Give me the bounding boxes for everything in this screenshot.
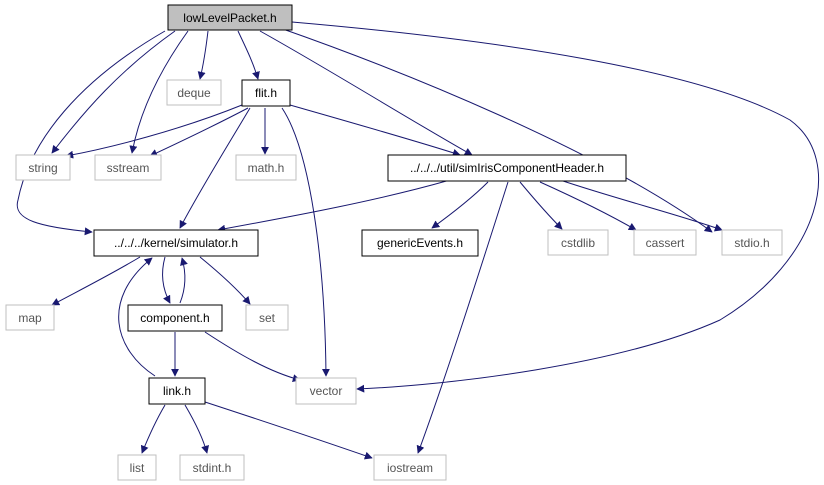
node-simiriscomponentheader-label: ../../../util/simIrisComponentHeader.h bbox=[410, 161, 604, 175]
node-simulator[interactable]: ../../../kernel/simulator.h bbox=[93, 229, 259, 257]
node-math[interactable]: math.h bbox=[235, 154, 297, 181]
edge-root-stdio bbox=[279, 27, 713, 233]
edge-simulator-component bbox=[162, 256, 171, 304]
edge-simiris-iostream bbox=[416, 181, 509, 454]
node-cstdlib-label: cstdlib bbox=[561, 236, 595, 250]
edge-flit-sstream bbox=[149, 107, 249, 157]
node-sstream[interactable]: sstream bbox=[94, 154, 162, 181]
node-cstdlib[interactable]: cstdlib bbox=[547, 229, 609, 256]
edge-component-vector bbox=[204, 331, 301, 383]
node-stdio-label: stdio.h bbox=[734, 236, 769, 250]
edge-component-simulator bbox=[179, 257, 188, 304]
edge-simulator-set bbox=[199, 256, 251, 305]
node-stdio[interactable]: stdio.h bbox=[721, 229, 783, 256]
edge-flit-simulator bbox=[179, 107, 251, 229]
edge-simiris-cstdlib bbox=[519, 181, 563, 230]
node-simiriscomponentheader[interactable]: ../../../util/simIrisComponentHeader.h bbox=[387, 154, 627, 182]
edge-link-stdint bbox=[184, 404, 210, 454]
node-component[interactable]: component.h bbox=[127, 304, 223, 332]
node-stdint[interactable]: stdint.h bbox=[179, 454, 245, 481]
node-lowlevelpacket-label: lowLevelPacket.h bbox=[183, 11, 276, 25]
edge-link-simulator bbox=[118, 257, 156, 377]
edge-root-deque bbox=[197, 30, 209, 80]
node-stdint-label: stdint.h bbox=[193, 461, 232, 475]
edge-flit-string bbox=[65, 104, 243, 159]
edge-flit-simiris bbox=[289, 104, 461, 157]
edge-root-sstream bbox=[129, 30, 189, 154]
node-string-label: string bbox=[28, 161, 57, 175]
node-flit[interactable]: flit.h bbox=[241, 79, 291, 107]
node-vector[interactable]: vector bbox=[295, 377, 357, 405]
node-list[interactable]: list bbox=[117, 454, 157, 481]
node-flit-label: flit.h bbox=[255, 86, 277, 100]
node-lowlevelpacket[interactable]: lowLevelPacket.h bbox=[167, 4, 293, 31]
node-map[interactable]: map bbox=[5, 304, 55, 331]
edge-simiris-cassert bbox=[539, 181, 637, 231]
edges bbox=[16, 21, 820, 460]
node-deque-label: deque bbox=[177, 86, 211, 100]
edge-root-simiris bbox=[259, 30, 473, 156]
node-map-label: map bbox=[18, 311, 42, 325]
edge-root-simulator bbox=[16, 30, 166, 236]
node-link[interactable]: link.h bbox=[148, 377, 206, 405]
edge-simiris-stdio bbox=[559, 179, 723, 232]
edge-simiris-simulator bbox=[217, 179, 451, 233]
node-list-label: list bbox=[130, 461, 145, 475]
node-math-label: math.h bbox=[248, 161, 285, 175]
node-cassert[interactable]: cassert bbox=[633, 229, 697, 256]
edge-root-string bbox=[51, 30, 176, 154]
node-link-label: link.h bbox=[163, 384, 191, 398]
edge-simulator-map bbox=[51, 256, 141, 306]
node-string[interactable]: string bbox=[15, 154, 71, 181]
node-deque[interactable]: deque bbox=[166, 79, 222, 106]
edge-flit-vector bbox=[281, 107, 330, 377]
node-sstream-label: sstream bbox=[107, 161, 150, 175]
node-set-label: set bbox=[259, 311, 276, 325]
node-iostream[interactable]: iostream bbox=[373, 454, 447, 481]
node-genericevents[interactable]: genericEvents.h bbox=[361, 229, 479, 257]
edge-link-iostream bbox=[204, 401, 373, 460]
node-vector-label: vector bbox=[310, 384, 343, 398]
node-component-label: component.h bbox=[140, 311, 209, 325]
node-set[interactable]: set bbox=[245, 304, 289, 331]
edge-link-list bbox=[140, 404, 166, 454]
edge-root-flit bbox=[237, 30, 260, 80]
node-genericevents-label: genericEvents.h bbox=[377, 236, 463, 250]
node-iostream-label: iostream bbox=[387, 461, 433, 475]
node-cassert-label: cassert bbox=[646, 236, 685, 250]
edge-simiris-genericEvents bbox=[431, 181, 489, 229]
node-simulator-label: ../../../kernel/simulator.h bbox=[114, 236, 238, 250]
nodes: lowLevelPacket.h deque flit.h string sst… bbox=[5, 4, 783, 481]
edge-root-vector bbox=[291, 21, 820, 393]
